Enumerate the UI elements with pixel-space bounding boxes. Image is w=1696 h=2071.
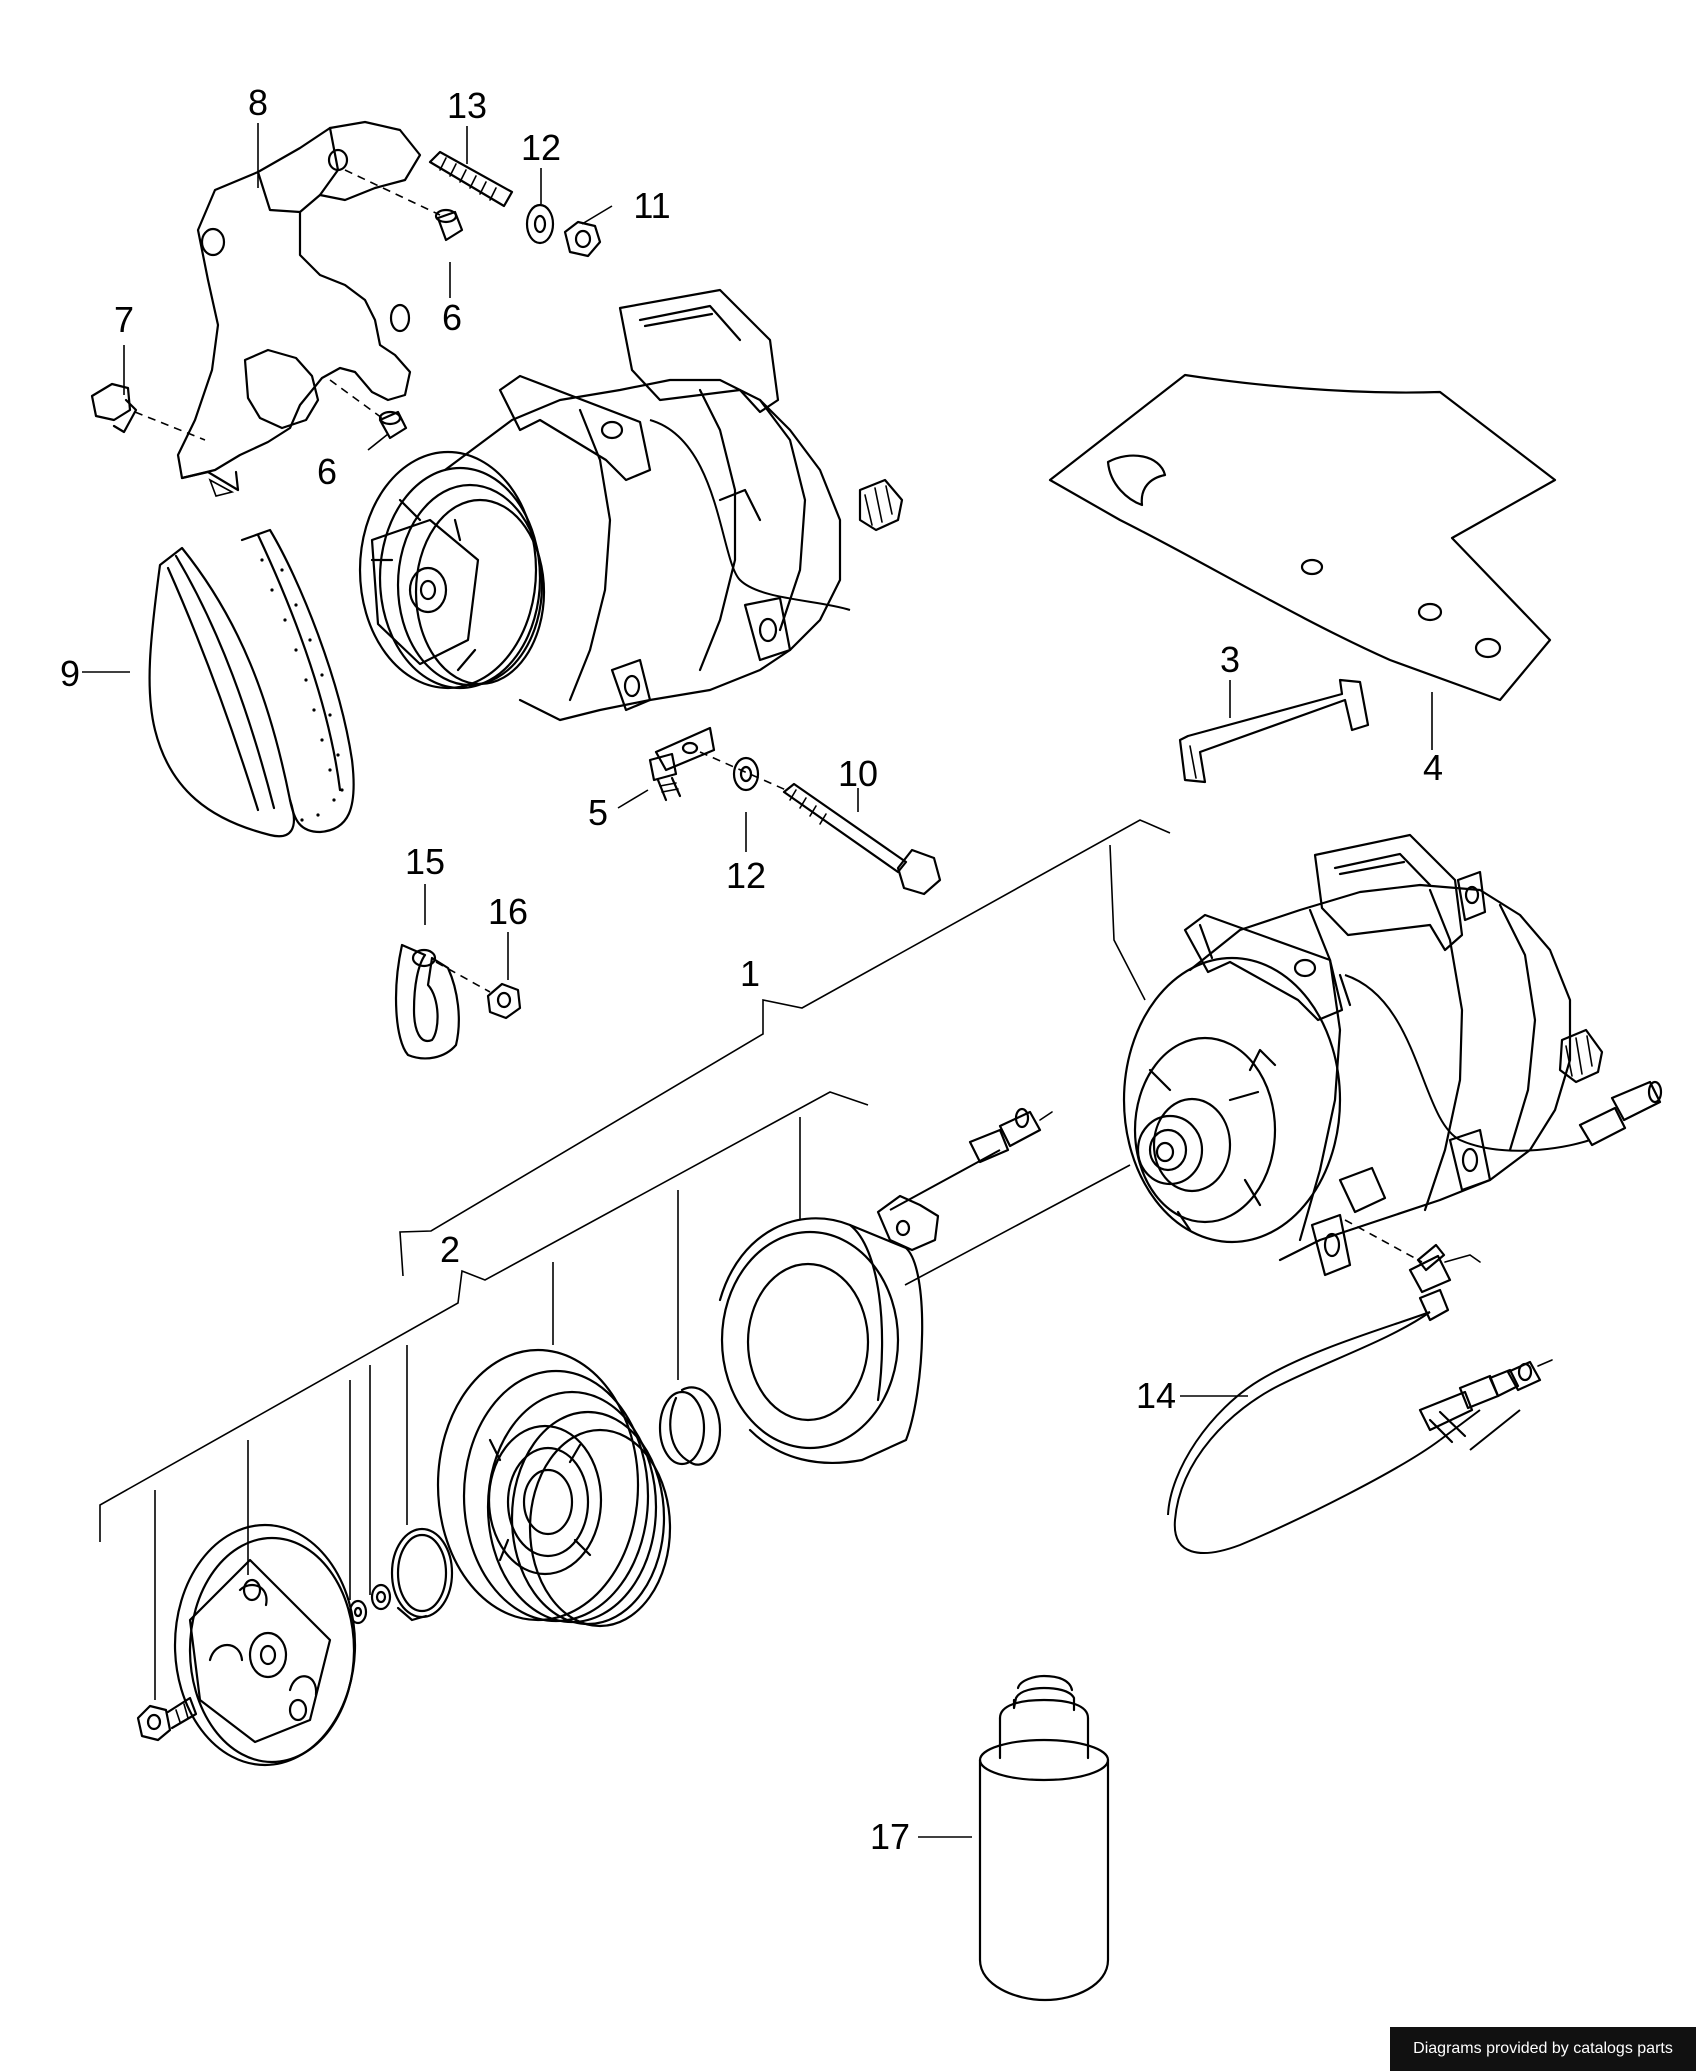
callout-9: 9 <box>60 653 80 694</box>
callout-3: 3 <box>1220 639 1240 680</box>
stud-bolt <box>428 150 514 208</box>
plate-bolt <box>136 1696 198 1742</box>
callout-2: 2 <box>440 1229 460 1270</box>
callout-14: 14 <box>1136 1375 1176 1416</box>
spray-can <box>978 1674 1110 2002</box>
callout-11: 11 <box>633 185 670 226</box>
wiring-harness <box>1167 1219 1553 1554</box>
callout-17: 17 <box>870 1816 910 1857</box>
callout-12-lower: 12 <box>726 855 766 896</box>
snap-ring-upper <box>658 1386 722 1466</box>
callout-13: 13 <box>447 85 487 126</box>
bushing-upper <box>434 208 464 242</box>
callout-6-lower: 6 <box>317 451 337 492</box>
callout-8: 8 <box>248 82 268 123</box>
washer-lower <box>732 756 760 792</box>
mounting-bracket <box>176 120 422 497</box>
leader-lines <box>82 123 1433 1838</box>
callout-10: 10 <box>838 753 878 794</box>
callout-6-upper: 6 <box>442 297 462 338</box>
compressor-upper <box>358 288 904 722</box>
callout-1: 1 <box>740 953 760 994</box>
heat-shield <box>1048 373 1557 702</box>
hex-nut <box>563 220 602 258</box>
callout-labels: 8 13 12 11 6 7 6 9 3 4 5 10 12 15 16 1 2… <box>60 82 1443 1857</box>
footer-credit: Diagrams provided by catalogs parts <box>1390 2027 1696 2071</box>
callout-15: 15 <box>405 841 445 882</box>
compressor-lower <box>1122 833 1663 1277</box>
callout-16: 16 <box>488 891 528 932</box>
callout-12-upper: 12 <box>521 127 561 168</box>
pipe-clamp <box>395 943 460 1060</box>
bushing-lower <box>378 410 408 440</box>
retaining-bracket <box>1178 678 1370 784</box>
callout-4: 4 <box>1423 747 1443 788</box>
washer-upper <box>525 203 555 245</box>
ribbed-belt <box>148 528 355 838</box>
pulley <box>436 1348 672 1628</box>
bracket-bolt <box>90 382 206 441</box>
field-coil <box>718 1107 1053 1465</box>
callout-7: 7 <box>114 299 134 340</box>
callout-5: 5 <box>588 792 608 833</box>
snap-ring-lower <box>390 1527 454 1622</box>
clamp-nut <box>435 961 522 1020</box>
wire-clip <box>648 726 716 802</box>
long-bolt <box>699 751 942 896</box>
clutch-plate <box>173 1523 357 1767</box>
